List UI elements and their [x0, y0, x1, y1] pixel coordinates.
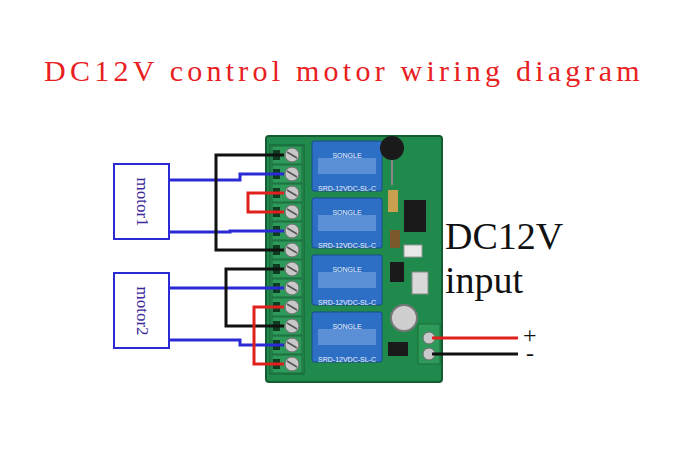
resistor: [390, 230, 400, 248]
label-wrap: SONGLE: [312, 144, 382, 162]
motor-wire: [170, 174, 284, 180]
label-wrap: -: [526, 340, 534, 366]
relay-sticker: [318, 215, 376, 231]
label-wrap: SRD-12VDC-SL-C: [312, 177, 382, 195]
push-button: [412, 272, 428, 294]
motor-box: motor2: [113, 272, 170, 349]
title: DC12V control motor wiring diagram: [44, 54, 644, 87]
relay: [312, 198, 382, 248]
label-wrap: SONGLE: [312, 315, 382, 333]
label-wrap: DC12V: [445, 216, 563, 258]
relay-sticker: [318, 329, 376, 345]
terminal-block: [270, 145, 304, 374]
supply-label: input: [445, 259, 523, 301]
relay-brand: SONGLE: [332, 152, 361, 159]
relay-sticker: [318, 272, 376, 288]
relay-model: SRD-12VDC-SL-C: [318, 299, 376, 306]
relay-brand: SONGLE: [332, 209, 361, 216]
jumper: [404, 245, 422, 257]
chip: [404, 200, 426, 232]
jumper-wire: [254, 307, 284, 364]
label-wrap: SONGLE: [312, 258, 382, 276]
relay-model: SRD-12VDC-SL-C: [318, 185, 376, 192]
power-terminal: [418, 324, 440, 364]
relay-sticker: [318, 158, 376, 174]
regulator: [388, 342, 408, 356]
motor-label: motor1: [131, 177, 151, 226]
jumper-wire: [248, 193, 284, 212]
motor-wire: [170, 340, 284, 345]
polarity-mark: -: [526, 340, 534, 366]
label-wrap: SRD-12VDC-SL-C: [312, 234, 382, 252]
relay-model: SRD-12VDC-SL-C: [318, 242, 376, 249]
antenna-coil: [380, 136, 404, 160]
positive-wire: [432, 337, 518, 340]
relay: [312, 312, 382, 362]
relay: [312, 141, 382, 191]
label-wrap: SONGLE: [312, 201, 382, 219]
relay-model: SRD-12VDC-SL-C: [318, 356, 376, 363]
inductor: [388, 190, 398, 212]
relay-brand: SONGLE: [332, 323, 361, 330]
supply-label: DC12V: [445, 215, 563, 257]
negative-wire: [432, 353, 518, 356]
pcb: [266, 136, 442, 382]
label-wrap: SRD-12VDC-SL-C: [312, 348, 382, 366]
label-wrap: input: [445, 260, 523, 302]
label-wrap: SRD-12VDC-SL-C: [312, 291, 382, 309]
transistor: [390, 262, 404, 282]
relay: [312, 255, 382, 305]
jumper-wire: [216, 155, 284, 250]
relay-brand: SONGLE: [332, 266, 361, 273]
motor-label: motor2: [131, 286, 151, 335]
motor-wire: [170, 231, 284, 232]
capacitor: [391, 305, 417, 331]
motor-box: motor1: [113, 163, 170, 240]
title-wrap: DC12V control motor wiring diagram: [0, 54, 688, 88]
